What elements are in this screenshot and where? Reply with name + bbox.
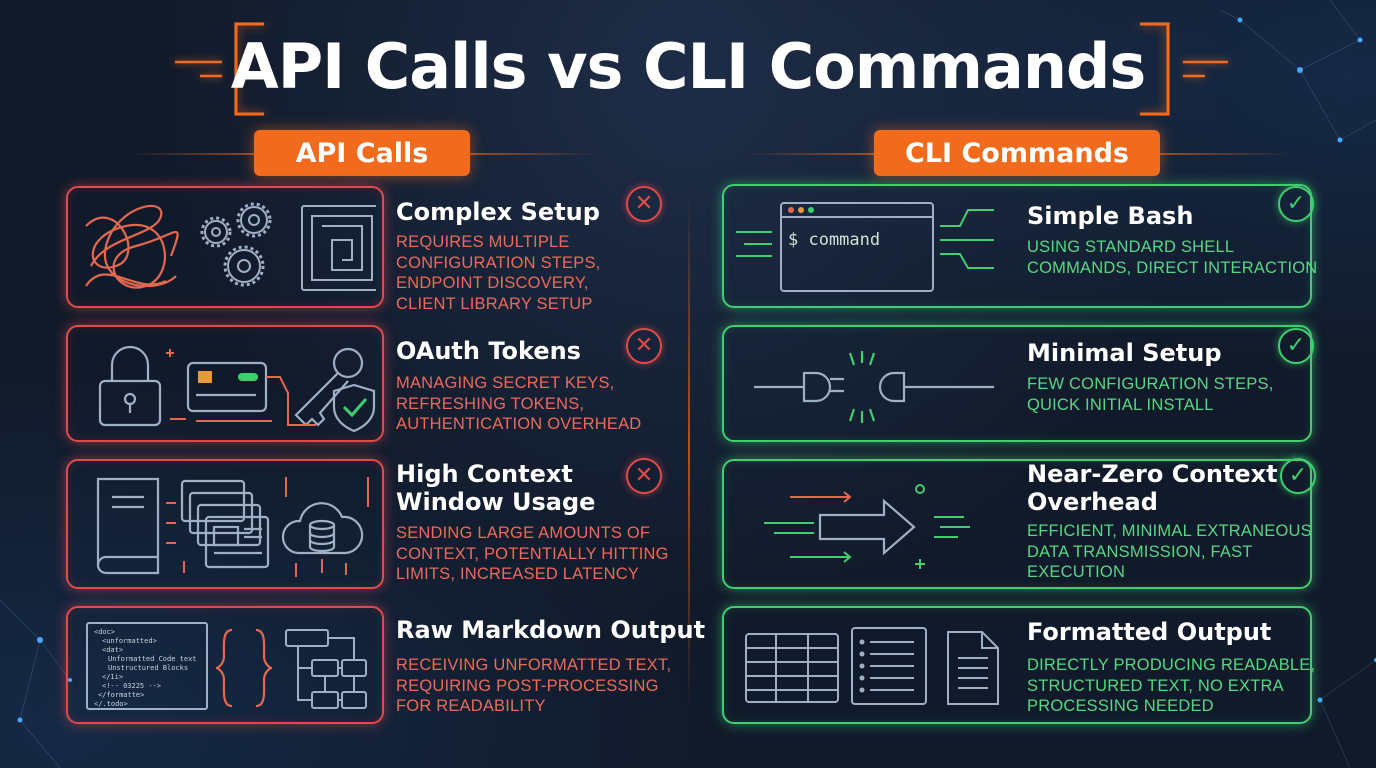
complex-setup-illustration-card — [66, 186, 384, 308]
header-line — [130, 153, 260, 155]
table-list-document-icon — [745, 627, 999, 705]
terminal-command-text: $ command — [788, 230, 881, 250]
raw-markdown-description: RECEIVING UNFORMATTED TEXT,REQUIRING POS… — [396, 656, 672, 715]
raw-markdown-title: Raw Markdown Output — [396, 616, 706, 644]
column-divider — [688, 190, 690, 710]
lock-card-key-icon — [98, 345, 376, 433]
fast-arrow-icon — [764, 484, 970, 569]
check-circle-icon: ✓ — [1280, 458, 1316, 494]
cli-commands-header: CLI Commands — [874, 130, 1160, 176]
minimal-setup-title: Minimal Setup — [1027, 339, 1222, 367]
speed-lines-icon — [736, 209, 994, 269]
formatted-output-title: Formatted Output — [1027, 618, 1272, 646]
simple-bash-title: Simple Bash — [1027, 202, 1194, 230]
braces-flowchart-icon — [215, 628, 367, 709]
page-title: API Calls vs CLI Commands — [230, 30, 1147, 103]
markdown-snippet-window: <doc> <unformatted> <dat> Unformatted Co… — [86, 622, 208, 710]
terminal-titlebar — [782, 204, 932, 218]
minimal-setup-description: FEW CONFIGURATION STEPS,QUICK INITIAL IN… — [1027, 375, 1274, 414]
x-circle-icon: ✕ — [626, 328, 662, 364]
header-line — [745, 153, 875, 155]
minimal-setup-card — [722, 325, 1312, 442]
window-dot-icon — [798, 207, 804, 213]
api-calls-header: API Calls — [254, 130, 470, 176]
formatted-output-description: DIRECTLY PRODUCING READABLE,STRUCTURED T… — [1027, 656, 1316, 715]
complex-setup-title: Complex Setup — [396, 198, 600, 226]
plug-connector-icon — [754, 351, 994, 423]
oauth-tokens-illustration-card — [66, 325, 384, 442]
x-circle-icon: ✕ — [626, 186, 662, 222]
near-zero-context-card — [722, 459, 1312, 589]
window-dot-icon — [808, 207, 814, 213]
high-context-illustration-card — [66, 459, 384, 589]
raw-markdown-illustration-card: <doc> <unformatted> <dat> Unformatted Co… — [66, 606, 384, 724]
header-line — [470, 153, 600, 155]
x-circle-icon: ✕ — [626, 458, 662, 494]
terminal-window: $ command — [780, 202, 934, 292]
tangled-wires-gears-maze-icon — [85, 202, 376, 291]
formatted-output-card — [722, 606, 1312, 724]
header-line — [1160, 153, 1290, 155]
window-dot-icon — [788, 207, 794, 213]
oauth-tokens-title: OAuth Tokens — [396, 337, 581, 365]
check-circle-icon: ✓ — [1278, 186, 1314, 222]
simple-bash-card: $ command — [722, 184, 1312, 308]
oauth-tokens-description: MANAGING SECRET KEYS,REFRESHING TOKENS, … — [396, 374, 642, 433]
check-circle-icon: ✓ — [1278, 328, 1314, 364]
title-frame — [234, 22, 1170, 116]
book-documents-cloud-icon — [96, 477, 369, 577]
